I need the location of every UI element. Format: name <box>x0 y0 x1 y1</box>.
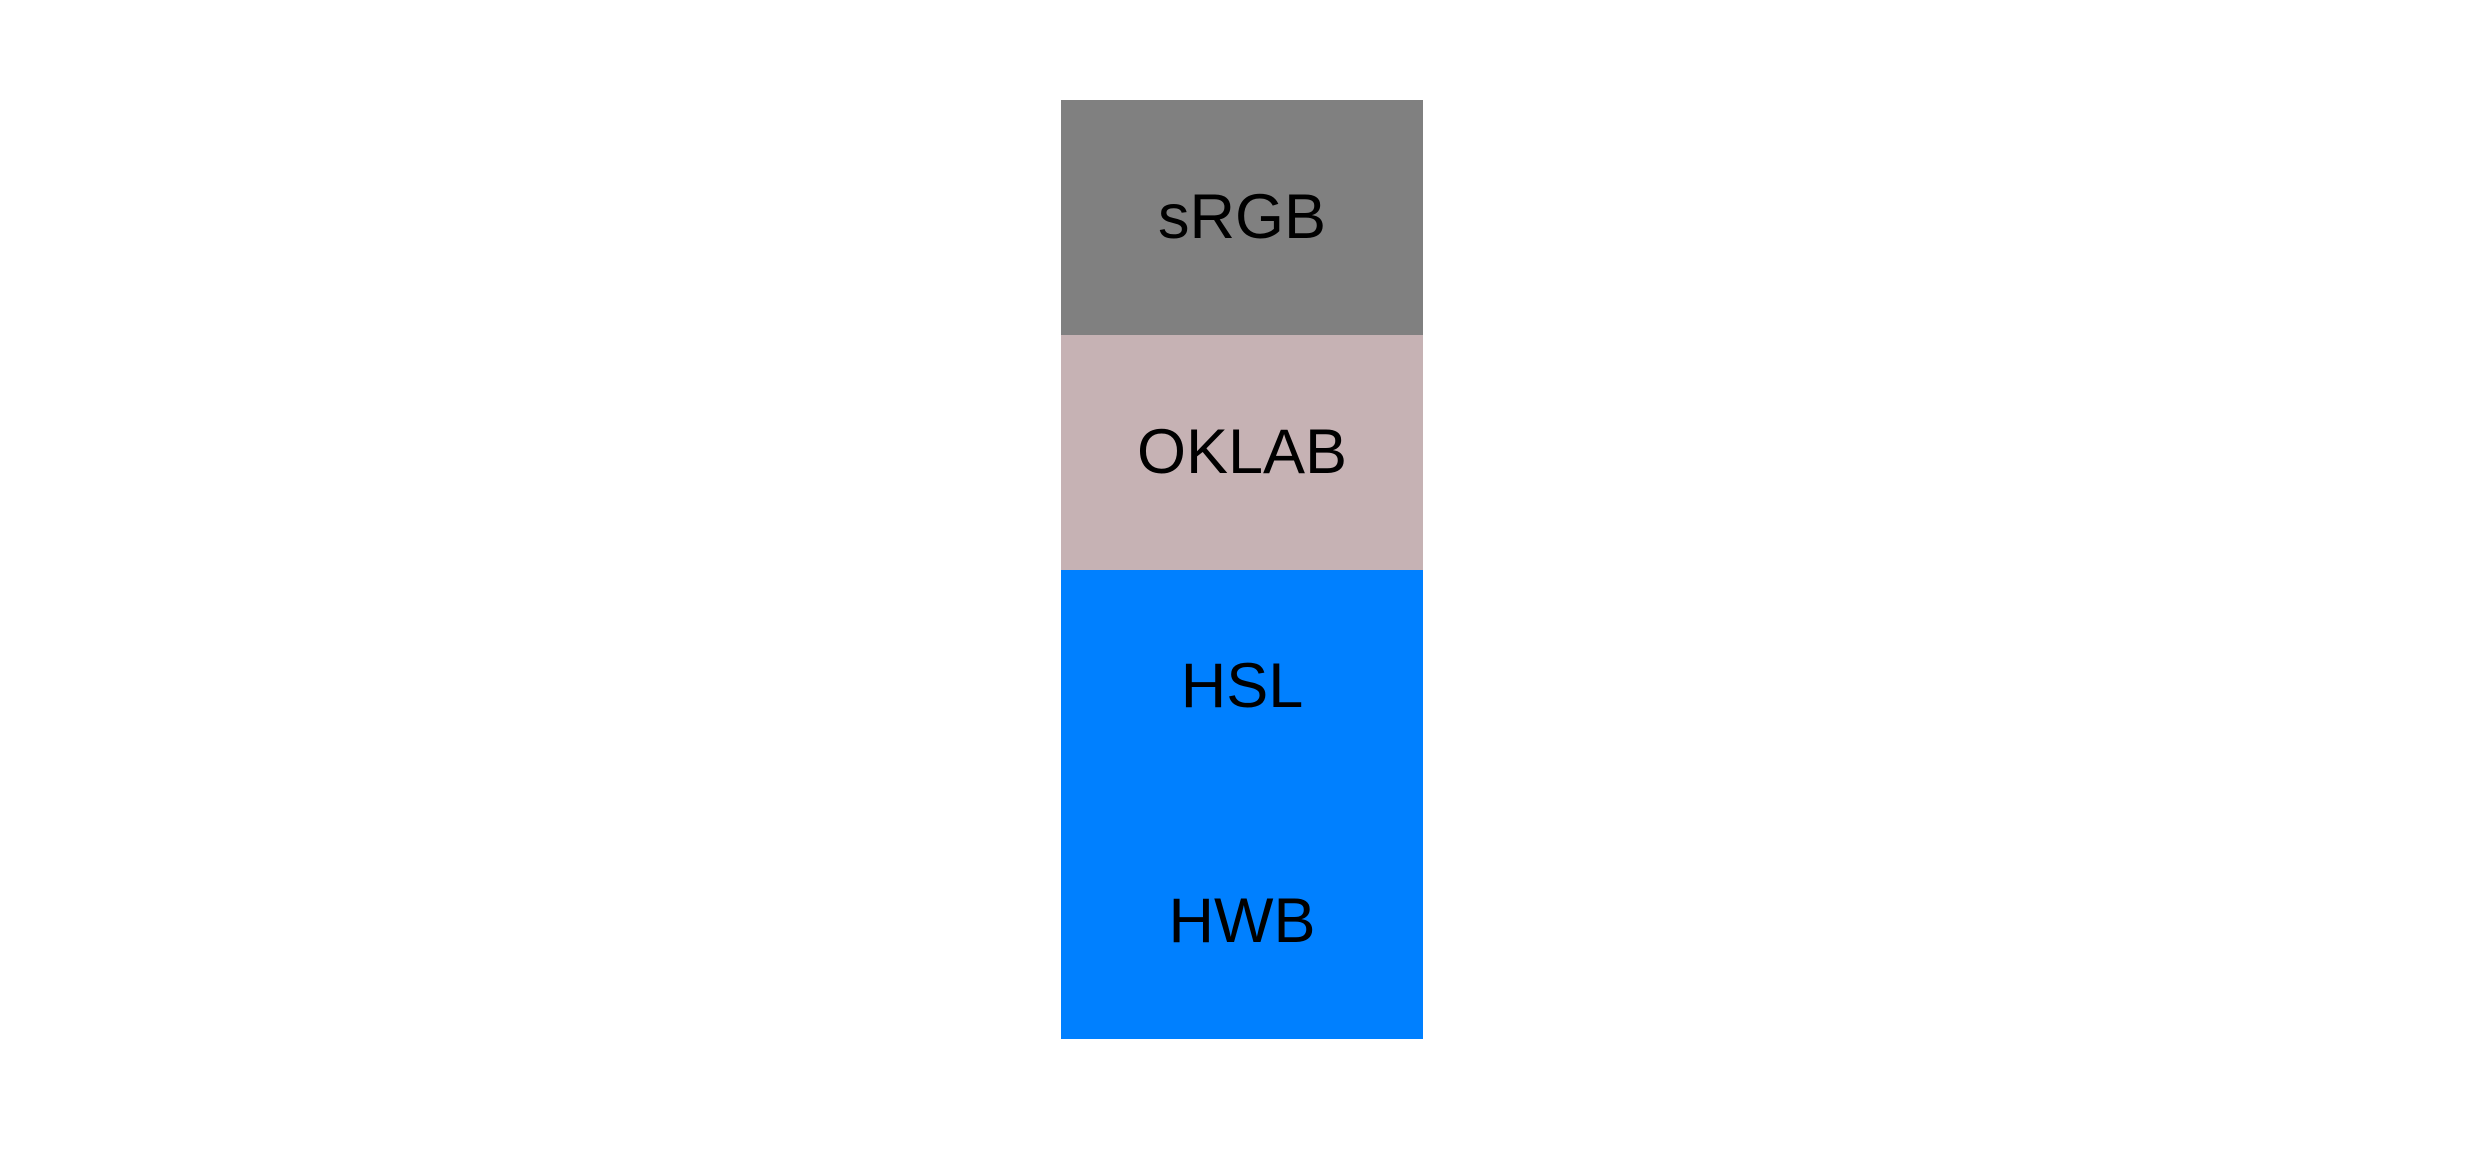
swatch-band-hsl: HSL <box>1061 569 1423 805</box>
swatch-label-hwb: HWB <box>1168 886 1316 957</box>
color-space-swatch-stack: sRGB OKLAB HSL HWB <box>1061 100 1423 1039</box>
swatch-band-hwb: HWB <box>1061 804 1423 1039</box>
swatch-label-hsl: HSL <box>1180 651 1304 722</box>
swatch-band-oklab: OKLAB <box>1061 334 1423 570</box>
swatch-label-oklab: OKLAB <box>1136 416 1348 487</box>
swatch-label-srgb: sRGB <box>1157 181 1327 252</box>
swatch-band-srgb: sRGB <box>1061 100 1423 335</box>
